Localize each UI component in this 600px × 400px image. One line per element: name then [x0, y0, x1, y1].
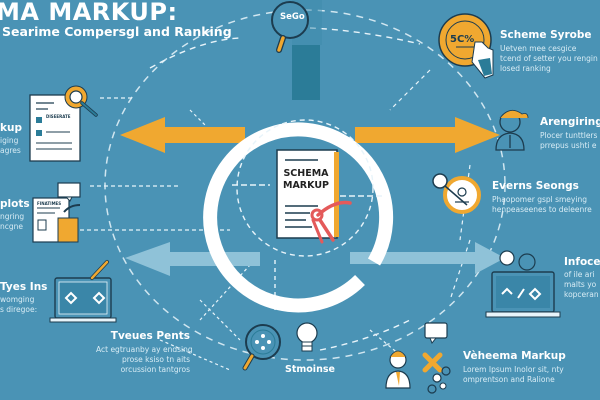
item-line: Plocer tunttlers	[540, 131, 598, 140]
item-title: Infoce	[564, 256, 600, 268]
page-subtitle: Searime Compersgl and Ranking	[2, 24, 232, 39]
item-line: iging	[0, 136, 19, 145]
item-line: womging	[0, 295, 35, 304]
item-line: prose ksiso tn aits	[122, 355, 190, 364]
item-line: agres	[0, 146, 21, 155]
center-document: SCHEMA MARKUP	[277, 168, 335, 192]
doc-tag: DISEERATE	[46, 114, 71, 119]
page-title: MA MARKUP:	[0, 0, 178, 26]
item-line: Uetven mee cesgice	[500, 44, 577, 53]
center-doc-line1: SCHEMA	[283, 168, 329, 179]
item-title: kup	[0, 122, 22, 134]
item-title: plots	[0, 198, 30, 210]
item-line: losed ranking	[500, 64, 551, 73]
item-line: Act egtruanby ay endsing	[96, 345, 193, 354]
top-magnifier-label: SeGo	[280, 12, 305, 22]
item-line: ngring	[0, 212, 25, 221]
item-scheme-syrobe: Scheme Syrobe Uetven mee cesgice tcend o…	[500, 29, 598, 74]
item-left-plots: plots ngring ncgne	[0, 198, 30, 232]
item-line: Phaopomer gspl smeying	[492, 195, 587, 204]
item-line: henpeaseenes to deleenre	[492, 205, 592, 214]
item-line: tcend of setter you rengin	[500, 54, 598, 63]
item-arengiring: Arengiring Plocer tunttlers prrepus usht…	[540, 116, 600, 151]
item-infoce: Infoce of ile ari malts yo kopceran	[564, 256, 600, 300]
item-line: orcussion tantgros	[120, 365, 190, 374]
center-doc-line2: MARKUP	[283, 180, 329, 191]
item-tveues-pents: Tveues Pents Act egtruanby ay endsing pr…	[96, 330, 193, 375]
item-stmoinse-title: Stmoinse	[285, 364, 335, 375]
percent-badge-icon: 5C%	[450, 34, 475, 45]
item-line: malts yo	[564, 280, 597, 289]
item-line: s diregoe:	[0, 305, 38, 314]
item-left-markup: kup iging agres	[0, 122, 22, 156]
item-left-tyes: Tyes Ins womging s diregoe:	[0, 281, 47, 315]
item-line: Lorem Ipsum Inolor sit, nty	[463, 365, 564, 374]
item-line: omprentson and Ralione	[463, 375, 555, 384]
item-title: Tyes Ins	[0, 281, 48, 293]
item-everns-seongs: Everns Seongs Phaopomer gspl smeying hen…	[492, 180, 592, 215]
item-title: Tveues Pents	[110, 330, 190, 342]
item-line: kopceran	[564, 290, 599, 299]
doc-tag: FINATIMES	[37, 201, 62, 206]
item-title: Arengiring	[540, 116, 600, 128]
item-veheema-markup: Vèheema Markup Lorem Ipsum Inolor sit, n…	[463, 350, 566, 385]
item-title: Vèheema Markup	[463, 350, 566, 362]
item-line: prrepus ushti e	[540, 141, 597, 150]
item-title: Everns Seongs	[492, 180, 579, 192]
item-title: Scheme Syrobe	[500, 29, 592, 41]
item-line: of ile ari	[564, 270, 595, 279]
item-line: ncgne	[0, 222, 24, 231]
